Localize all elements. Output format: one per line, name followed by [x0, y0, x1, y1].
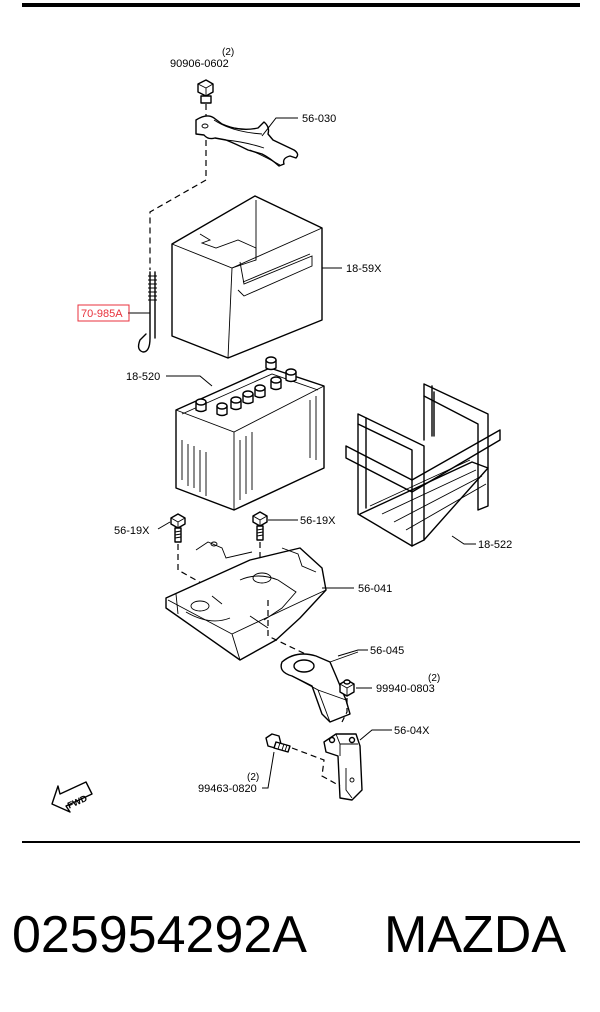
part-number: 025954292A: [12, 906, 307, 964]
bolt-left-label: 56-19X: [114, 525, 150, 537]
tray-support: [323, 733, 363, 801]
battery-tray: [165, 541, 327, 661]
nut-qty: (2): [428, 673, 440, 684]
flange-nut: [339, 679, 355, 697]
tray-bolt-right: [252, 511, 268, 541]
bracket-label: 56-045: [370, 645, 404, 657]
clamp-label: 56-030: [302, 113, 336, 125]
bolt-bottom-label: 99463-0820: [198, 783, 257, 795]
tray-bracket: [280, 651, 359, 723]
rod-highlight-box[interactable]: [77, 304, 130, 322]
battery: [175, 356, 325, 511]
tray-bolt-left: [170, 513, 186, 543]
battery-label: 18-520: [126, 371, 160, 383]
bolt-right-label: 56-19X: [300, 515, 336, 527]
battery-cover: [171, 195, 323, 359]
bolt-top-qty: (2): [222, 47, 234, 58]
support-label: 56-04X: [394, 725, 430, 737]
bolt-top-label: 90906-0602: [170, 58, 229, 70]
battery-clamp: [195, 115, 299, 167]
hold-down-rod: [137, 271, 157, 353]
nut-label: 99940-0803: [376, 683, 435, 695]
bolt-bottom-qty: (2): [247, 772, 259, 783]
brand-name: MAZDA: [384, 906, 566, 964]
tray-label: 56-041: [358, 583, 392, 595]
fwd-arrow-icon: FWD: [51, 781, 93, 813]
carrier-label: 18-522: [478, 539, 512, 551]
support-bolt: [265, 733, 291, 753]
cover-label: 18-59X: [346, 263, 382, 275]
rod-label[interactable]: 70-985A: [81, 308, 123, 320]
hold-down-bolt: [197, 79, 214, 104]
battery-terminals: [195, 356, 297, 417]
battery-carrier: [345, 383, 501, 547]
